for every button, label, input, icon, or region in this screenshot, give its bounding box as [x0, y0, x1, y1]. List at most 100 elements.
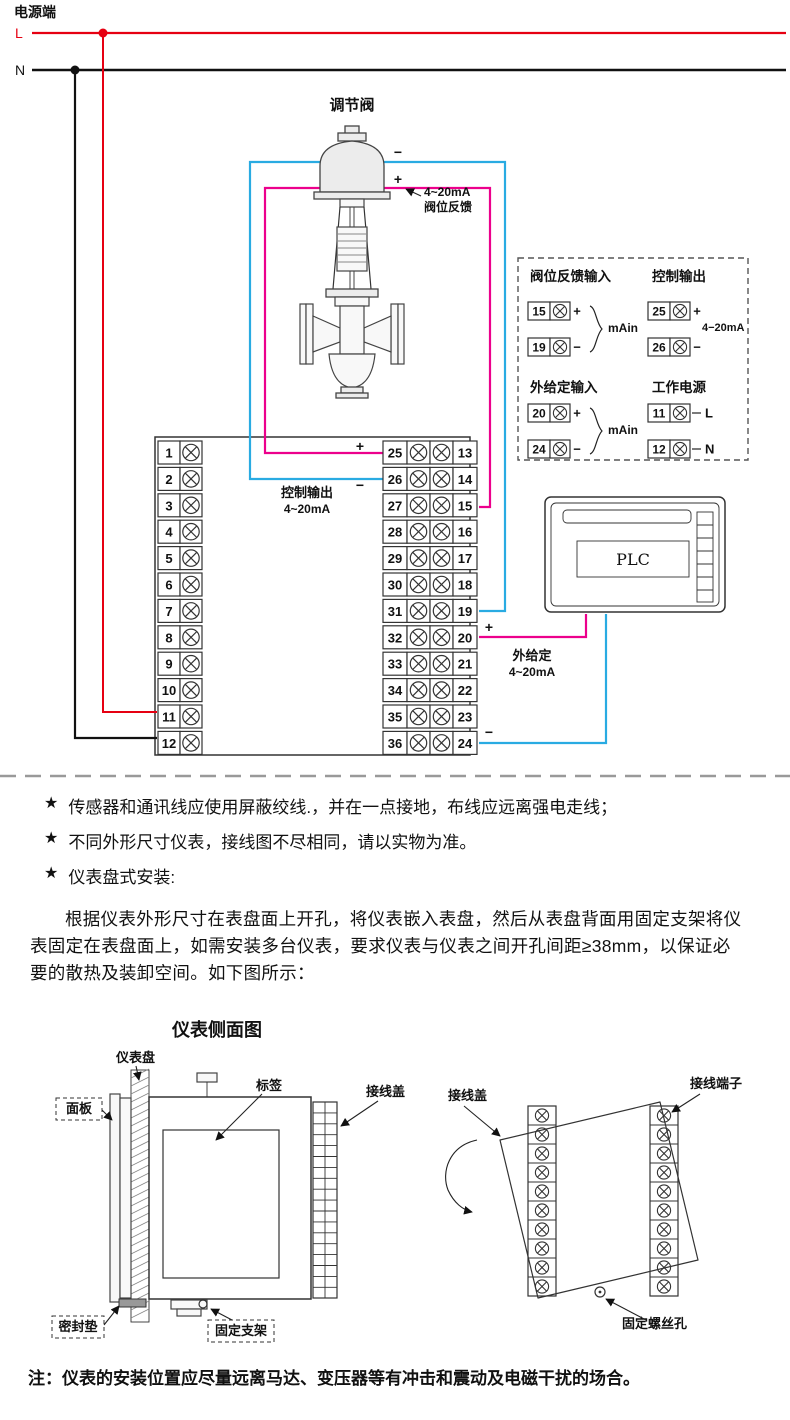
terminal-cell: [452, 493, 478, 518]
screw-terminal-icon: [432, 707, 451, 726]
screw-terminal-icon: [432, 681, 451, 699]
seal-label: 密封垫: [57, 1319, 97, 1334]
screw-terminal-icon: [432, 628, 451, 647]
setpoint-labels: + − 外给定 4~20mA: [485, 619, 556, 740]
screw-terminal-icon: [534, 1108, 550, 1123]
screw-terminal-icon: [432, 734, 451, 752]
screw-terminal-icon: [409, 654, 428, 673]
setpoint-minus-wire: [479, 614, 608, 745]
screw-terminal-icon: [672, 303, 688, 319]
footer-note: 注：仪表的安装位置应尽量远离马达、变压器等有冲击和震动及电磁干扰的场合。: [28, 1369, 640, 1388]
terminal-sign: +: [693, 304, 701, 319]
screw-terminal-icon: [409, 470, 428, 488]
terminal-number: 17: [458, 551, 472, 566]
screw-terminal-icon: [409, 496, 428, 515]
screw-terminal-icon: [182, 443, 200, 462]
control-valve: 调节阀: [299, 96, 405, 399]
screw-terminal-icon: [552, 405, 568, 421]
screw-terminal-icon: [409, 549, 428, 567]
feedback-range-label: 4~20mA: [424, 185, 471, 199]
screw-terminal-icon: [409, 707, 428, 726]
star-bullet-icon: ★: [44, 830, 59, 847]
rotate-arrow: [445, 1139, 478, 1215]
terminal-number: 36: [388, 736, 402, 751]
screw-terminal-icon: [534, 1203, 550, 1218]
terminal-number: 21: [458, 657, 472, 672]
terminal-number: 2: [165, 472, 172, 487]
screw-terminal-icon: [182, 628, 200, 647]
plc-module: PLC: [544, 496, 726, 613]
note-bullet-1-text: 传感器和通讯线应使用屏蔽绞线.，并在一点接地，布线应远离强电走线；: [68, 798, 618, 817]
screw-terminal-icon: [672, 441, 688, 457]
wiring-cover-label: 接线盖: [366, 1084, 405, 1099]
info-group-title: 阀位反馈输入: [530, 268, 611, 284]
tag-label: 标签: [255, 1078, 283, 1093]
valve-actuator-dome: [319, 140, 385, 193]
terminal-info-box: 阀位反馈输入15+19−mAin控制输出25+26−4−20mA外给定输入20+…: [517, 257, 749, 461]
screw-terminal-icon: [409, 628, 428, 647]
terminal-number: 19: [532, 341, 546, 355]
terminal-cell: [452, 677, 478, 703]
terminal-cell: [452, 730, 478, 756]
terminal-sign: −: [573, 442, 581, 457]
screw-terminal-icon: [409, 734, 428, 752]
seal-gasket: [118, 1298, 147, 1308]
info-box-border: [517, 257, 749, 461]
screw-terminal-icon: [409, 443, 428, 462]
valve-body: [339, 305, 365, 355]
terminal-sign: −: [573, 340, 581, 355]
terminal-number: 14: [458, 472, 473, 487]
rear-view-diagram: 接线盖 接线端子 固定螺丝孔: [445, 1076, 742, 1331]
terminal-cell: [452, 704, 478, 729]
screw-terminal-icon: [432, 549, 451, 567]
terminal-number: 23: [458, 710, 472, 725]
terminal-number: 30: [388, 578, 402, 593]
terminal-number: 26: [652, 341, 666, 355]
note-bullet-2-text: 不同外形尺寸仪表，接线图不尽相同，请以实物为准。: [68, 833, 477, 852]
screw-terminal-icon: [534, 1260, 550, 1275]
screw-terminal-icon: [182, 549, 200, 567]
group-annotation: mAin: [608, 423, 638, 437]
feedback-plus-sign: +: [394, 171, 402, 187]
feedback-name-label: 阀位反馈: [424, 199, 472, 214]
screw-terminal-icon: [656, 1241, 672, 1256]
terminal-number: 28: [388, 525, 402, 540]
plc-vent: [696, 511, 714, 603]
screw-terminal-icon: [432, 443, 451, 462]
fixing-screw-hole: [594, 1286, 606, 1298]
plc-outer: [544, 496, 726, 613]
panel-label: 仪表盘: [115, 1050, 155, 1065]
panel-hatch: [130, 1068, 150, 1319]
screw-terminal-icon: [182, 496, 200, 515]
star-bullet-icon: ★: [44, 865, 59, 882]
terminal-number: 1: [165, 446, 172, 461]
plc-label: PLC: [616, 550, 650, 569]
screw-terminal-icon: [534, 1279, 550, 1294]
terminal-number: 35: [388, 710, 402, 725]
terminal-number: 22: [458, 683, 472, 698]
setpoint-range: 4~20mA: [509, 665, 556, 679]
installation-diagram: 仪表盘 面板 标签 接线盖 密封垫 固定支架 接线盖 接线端子 固定螺丝孔: [51, 1050, 742, 1343]
screw-terminal-icon: [409, 522, 428, 541]
terminal-cell: [452, 598, 478, 624]
info-group-title: 控制输出: [652, 268, 706, 284]
setpoint-plus-sign: +: [485, 619, 493, 635]
screw-terminal-icon: [432, 522, 451, 541]
screw-terminal-icon: [552, 441, 568, 457]
terminal-number: 7: [165, 604, 172, 619]
screw-terminal-icon: [409, 602, 428, 620]
control-output-labels: + − 控制输出 4~20mA: [281, 438, 364, 516]
screw-terminal-icon: [534, 1146, 550, 1161]
terminal-number: 16: [458, 525, 472, 540]
screw-terminal-icon: [656, 1279, 672, 1294]
terminal-sign: +: [573, 406, 581, 421]
screw-terminal-icon: [656, 1146, 672, 1161]
terminal-number: 27: [388, 498, 402, 513]
screw-terminal-icon: [432, 602, 451, 620]
setpoint-plus-wire: [479, 614, 588, 639]
screw-terminal-icon: [534, 1165, 550, 1180]
instrument-display: [162, 1129, 280, 1279]
control-plus-sign: +: [356, 438, 364, 454]
terminal-number: 13: [458, 446, 472, 461]
